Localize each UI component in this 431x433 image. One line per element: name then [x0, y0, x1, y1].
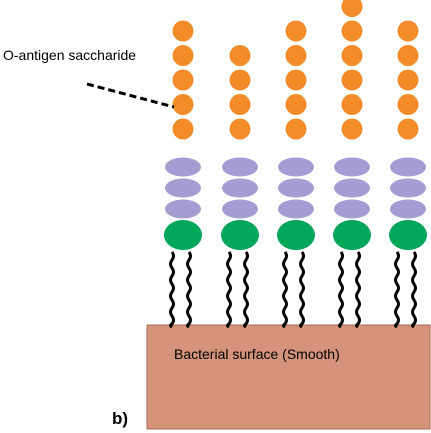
o-antigen-unit: [397, 45, 419, 66]
core-oligosaccharide-unit: [390, 157, 426, 177]
o-antigen-unit: [397, 69, 419, 91]
fatty-acid-chain: [299, 251, 305, 329]
core-oligosaccharide-unit: [334, 199, 370, 219]
lps-molecule: [221, 45, 259, 329]
annotation-leader-line: [86, 82, 175, 109]
fatty-acid-chain: [226, 251, 232, 329]
o-antigen-unit: [341, 0, 363, 17]
o-antigen-unit: [229, 118, 251, 140]
surface-label: Bacterial surface (Smooth): [174, 346, 340, 362]
o-antigen-unit: [285, 94, 307, 115]
fatty-acid-chain: [282, 251, 288, 329]
o-antigen-unit: [341, 94, 363, 115]
o-antigen-unit: [341, 118, 363, 140]
o-antigen-unit: [172, 69, 194, 91]
core-oligosaccharide-unit: [165, 178, 201, 198]
o-antigen-unit: [285, 69, 307, 91]
fatty-acid-chain: [186, 251, 192, 329]
lipid-a: [164, 220, 202, 250]
core-oligosaccharide-unit: [165, 157, 201, 177]
o-antigen-unit: [229, 69, 251, 91]
fatty-acid-chain: [394, 251, 400, 329]
o-antigen-unit: [397, 94, 419, 115]
core-oligosaccharide-unit: [390, 178, 426, 198]
lipid-a: [333, 220, 371, 250]
o-antigen-unit: [285, 20, 307, 42]
core-oligosaccharide-unit: [390, 199, 426, 219]
lipid-a: [389, 220, 427, 250]
lps-molecule: [389, 20, 427, 329]
bacterial-surface: [146, 324, 431, 430]
core-oligosaccharide-unit: [278, 199, 314, 219]
core-oligosaccharide-unit: [165, 199, 201, 219]
o-antigen-unit: [172, 45, 194, 66]
core-oligosaccharide-unit: [278, 157, 314, 177]
o-antigen-unit: [397, 20, 419, 42]
lps-molecule: [333, 0, 371, 329]
o-antigen-unit: [172, 118, 194, 140]
o-antigen-unit: [172, 20, 194, 42]
panel-label: b): [112, 409, 128, 428]
lps-molecule: [277, 20, 315, 329]
core-oligosaccharide-unit: [222, 157, 258, 177]
o-antigen-unit: [341, 20, 363, 42]
o-antigen-unit: [229, 94, 251, 115]
core-oligosaccharide-unit: [334, 178, 370, 198]
fatty-acid-chain: [355, 251, 361, 329]
o-antigen-unit: [341, 69, 363, 91]
core-oligosaccharide-unit: [222, 178, 258, 198]
o-antigen-unit: [341, 45, 363, 66]
core-oligosaccharide-unit: [222, 199, 258, 219]
lps-molecule: [164, 20, 202, 329]
fatty-acid-chain: [338, 251, 344, 329]
o-antigen-unit: [397, 118, 419, 140]
fatty-acid-chain: [243, 251, 249, 329]
o-antigen-unit: [285, 118, 307, 140]
core-oligosaccharide-unit: [334, 157, 370, 177]
o-antigen-unit: [229, 45, 251, 66]
o-antigen-unit: [285, 45, 307, 66]
lipid-a: [221, 220, 259, 250]
lipid-a: [277, 220, 315, 250]
o-antigen-unit: [172, 94, 194, 115]
fatty-acid-chain: [411, 251, 417, 329]
core-oligosaccharide-unit: [278, 178, 314, 198]
fatty-acid-chain: [169, 251, 175, 329]
lps-molecules: [164, 0, 427, 329]
o-antigen-label: O-antigen saccharide: [3, 47, 136, 63]
